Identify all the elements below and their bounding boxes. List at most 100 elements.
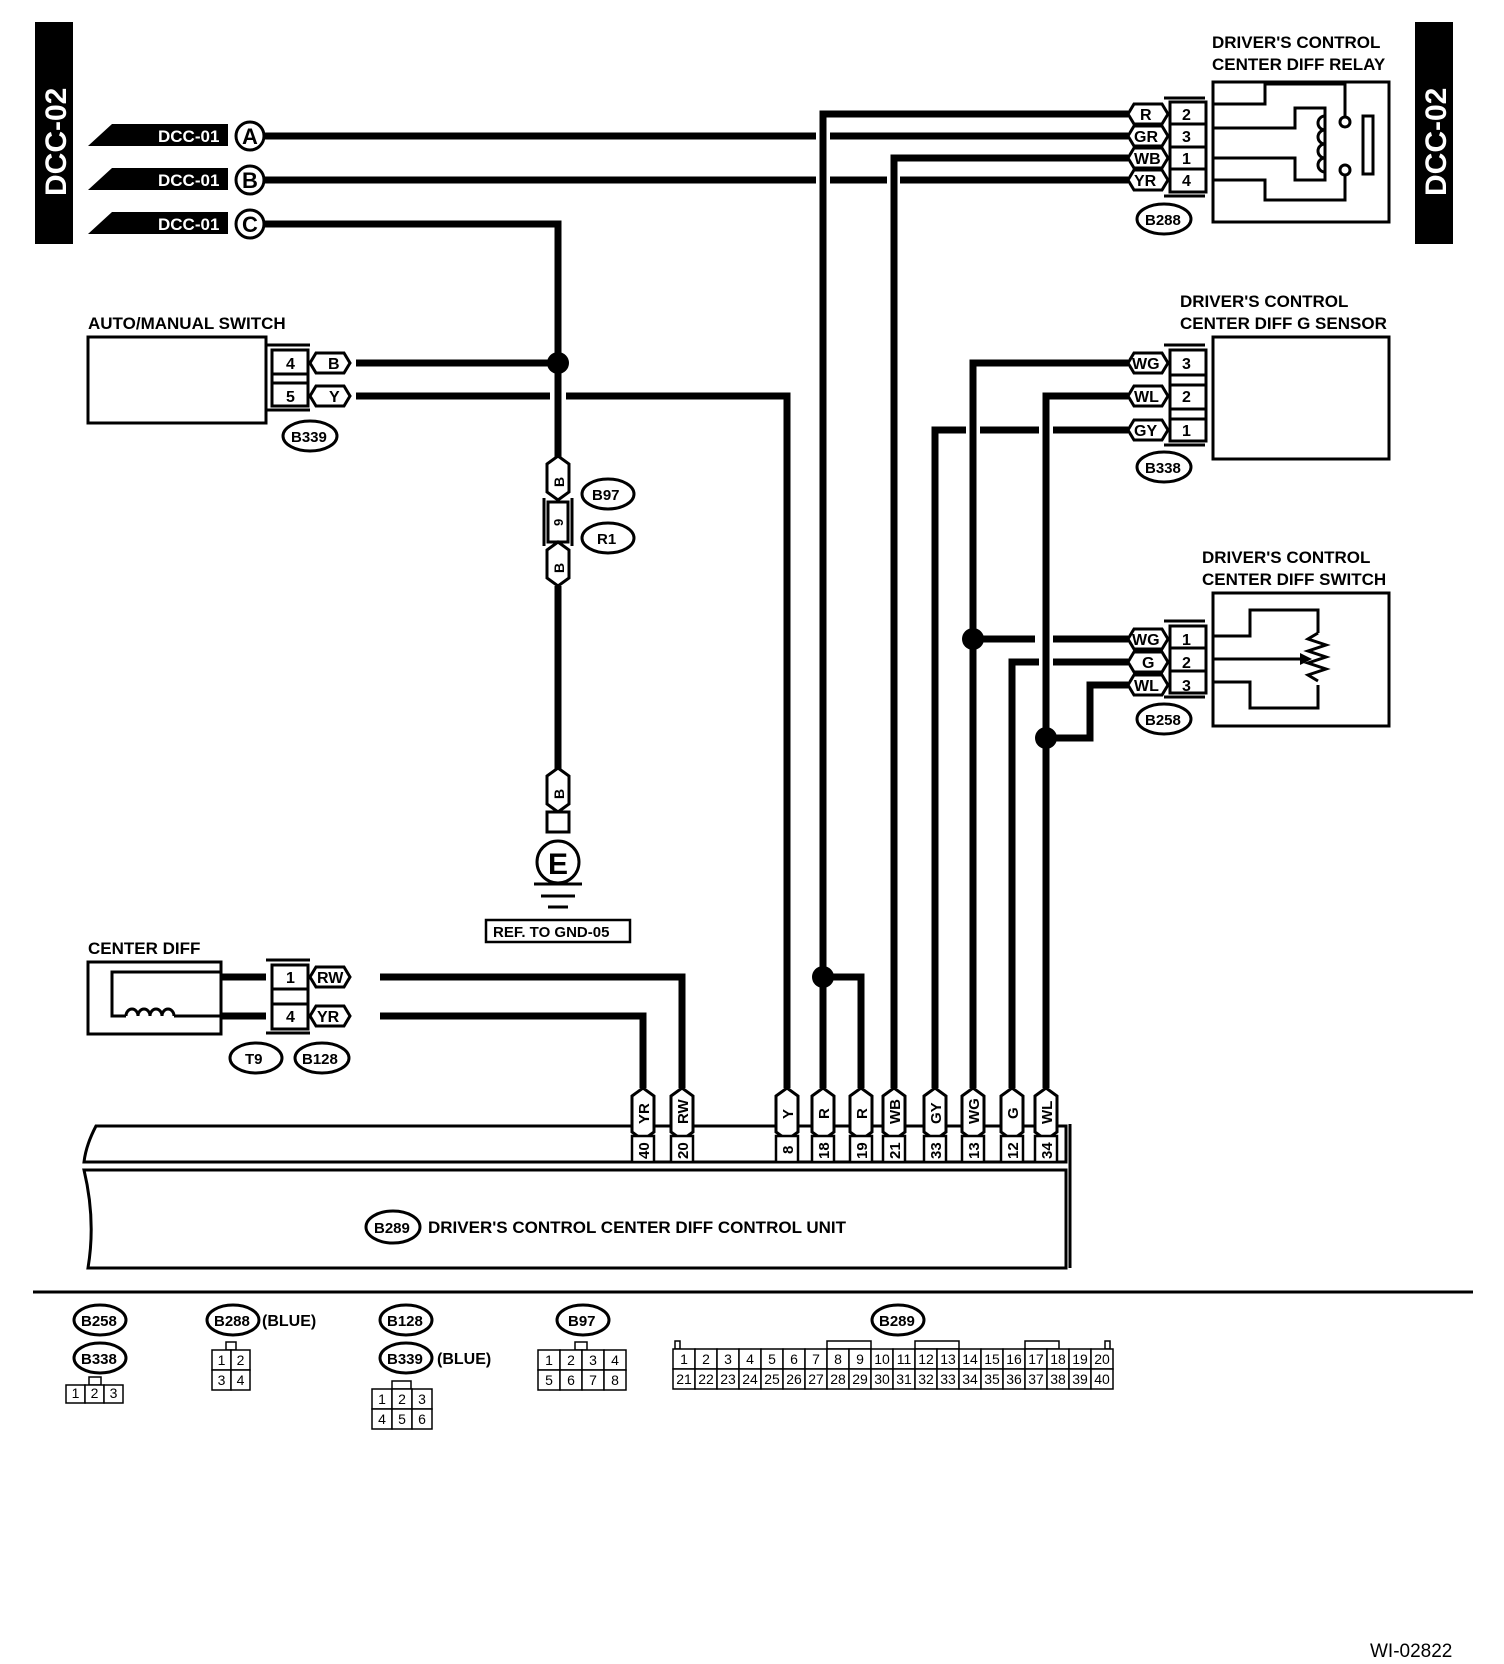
pin-cell <box>230 1369 251 1391</box>
center-diff-pin-row[interactable]: 1 RW <box>286 965 352 989</box>
pin-cell <box>103 1384 124 1404</box>
pin-cell-number: 7 <box>812 1351 820 1367</box>
relay-component[interactable]: DRIVER'S CONTROL CENTER DIFF RELAY <box>1164 33 1391 224</box>
connector-id: B258 <box>1145 712 1181 729</box>
legend-badge[interactable]: B339 <box>378 1341 434 1375</box>
ref-flag-b[interactable]: DCC-01 B <box>88 164 266 196</box>
connector-badge-b258[interactable]: B258 <box>1135 702 1193 736</box>
pin-cell-number: 3 <box>589 1352 597 1368</box>
pin-number: 21 <box>887 1142 904 1159</box>
connector-latch <box>391 1380 412 1390</box>
connector-latch <box>1024 1340 1060 1350</box>
diff-switch-pin-row[interactable]: WL 3 <box>1126 673 1191 697</box>
g-sensor-component[interactable]: DRIVER'S CONTROL CENTER DIFF G SENSOR <box>1164 292 1391 461</box>
terminal-12[interactable]: G12 <box>999 1086 1025 1164</box>
terminal-19[interactable]: R19 <box>848 1086 874 1164</box>
pin-cell-number: 22 <box>698 1371 714 1387</box>
legend-badge[interactable]: B289 <box>870 1303 926 1337</box>
pin-cell <box>411 1408 433 1430</box>
diff-switch-component[interactable]: DRIVER'S CONTROL CENTER DIFF SWITCH <box>1164 548 1391 728</box>
connector-badge-b338[interactable]: B338 <box>1135 450 1193 484</box>
center-diff-component[interactable]: CENTER DIFF <box>86 939 310 1036</box>
pin-cell-number: 18 <box>1050 1351 1066 1367</box>
pin-cell-number: 32 <box>918 1371 934 1387</box>
pin-cell-number: 33 <box>940 1371 956 1387</box>
pin-cell-number: 19 <box>1072 1351 1088 1367</box>
pin-number: 1 <box>1182 151 1191 168</box>
center-diff-pin-row[interactable]: 4 YR <box>286 1004 352 1028</box>
terminal-8[interactable]: Y8 <box>774 1086 800 1164</box>
pin-number: 4 <box>286 356 295 373</box>
wire-color-label: GR <box>1134 129 1158 146</box>
pin-number: 18 <box>816 1142 833 1159</box>
connector-id: B338 <box>81 1351 117 1368</box>
g-sensor-pin-row[interactable]: WG 3 <box>1126 351 1191 375</box>
relay-pin-row[interactable]: GR 3 <box>1126 124 1191 148</box>
control-unit[interactable]: B289 DRIVER'S CONTROL CENTER DIFF CONTRO… <box>82 1124 1072 1270</box>
ref-flag-label: DCC-01 <box>158 127 219 146</box>
relay-pin-row[interactable]: R 2 <box>1126 102 1191 126</box>
pin-cell-number: 36 <box>1006 1371 1022 1387</box>
connector-badge-b97[interactable]: B97 <box>580 477 636 511</box>
connector-latch <box>826 1340 872 1350</box>
auto-manual-switch-component[interactable]: AUTO/MANUAL SWITCH <box>86 314 310 425</box>
pin-cell-number: 10 <box>874 1351 890 1367</box>
ref-flag-c[interactable]: DCC-01 C <box>88 208 266 240</box>
diff-switch-pin-row[interactable]: G 2 <box>1126 650 1191 674</box>
pin-cell-number: 37 <box>1028 1371 1044 1387</box>
auto-manual-pin-row[interactable]: 4 B <box>286 351 352 375</box>
pin-cell-number: 3 <box>110 1385 118 1401</box>
ref-flag-a[interactable]: DCC-01 A <box>88 120 266 152</box>
connector-badge-b288[interactable]: B288 <box>1135 202 1193 236</box>
connector-badge-b289[interactable]: B289 <box>364 1209 422 1245</box>
pin-cell-number: 11 <box>897 1351 912 1367</box>
control-unit-title: DRIVER'S CONTROL CENTER DIFF CONTROL UNI… <box>428 1218 847 1237</box>
diff-switch-pin-row[interactable]: WG 1 <box>1126 627 1191 651</box>
legend-badge[interactable]: B338 <box>72 1341 128 1375</box>
pin-cell-number: 35 <box>984 1371 1000 1387</box>
connector-badge-b339[interactable]: B339 <box>281 419 339 453</box>
connector-latch <box>1104 1340 1111 1350</box>
wires <box>264 110 1128 1088</box>
wire-color-label: WB <box>887 1099 904 1124</box>
relay-pin-row[interactable]: YR 4 <box>1126 168 1191 192</box>
auto-manual-pin-row[interactable]: 5 Y <box>286 384 352 408</box>
pin-number: 2 <box>1182 389 1191 406</box>
relay-pin-row[interactable]: WB 1 <box>1126 146 1191 170</box>
g-sensor-pin-row[interactable]: GY 1 <box>1126 418 1191 442</box>
pin-cell-number: 6 <box>418 1411 426 1427</box>
connector-badge-t9[interactable]: T9 <box>228 1041 284 1075</box>
legend-badge[interactable]: B128 <box>378 1303 434 1337</box>
pin-cell-number: 4 <box>237 1372 245 1388</box>
terminal-21[interactable]: WB 21 <box>881 1086 907 1164</box>
legend-badge[interactable]: B97 <box>555 1303 611 1337</box>
wire-color-label: RW <box>317 970 344 987</box>
pin-cell-number: 16 <box>1006 1351 1022 1367</box>
pin-cell-number: 3 <box>724 1351 732 1367</box>
legend-badge[interactable]: B288 <box>205 1303 261 1337</box>
ground-path[interactable]: B 9 B B E <box>534 454 582 909</box>
pin-number: 9 <box>551 519 566 526</box>
wire-color-label: GY <box>1134 423 1157 440</box>
g-sensor-title-line2: CENTER DIFF G SENSOR <box>1180 314 1387 333</box>
pin-number: 1 <box>1182 423 1191 440</box>
wire-color-label: R <box>854 1108 871 1119</box>
wire-color-label: WG <box>1132 632 1160 649</box>
connector-badge-b128[interactable]: B128 <box>293 1041 351 1075</box>
connector-badge-r1[interactable]: R1 <box>580 521 636 555</box>
pin-number: 3 <box>1182 678 1191 695</box>
ground-reference-box[interactable]: REF. TO GND-05 <box>484 918 632 944</box>
pin-cell-number: 12 <box>918 1351 934 1367</box>
wire-color-label: YR <box>636 1103 653 1124</box>
pin-number: 5 <box>286 389 295 406</box>
legend-badge[interactable]: B258 <box>72 1303 128 1337</box>
pin-cell-number: 2 <box>398 1391 406 1407</box>
pin-cell-number: 2 <box>702 1351 710 1367</box>
terminal-18[interactable]: R18 <box>810 1086 836 1164</box>
g-sensor-pin-row[interactable]: WL 2 <box>1126 384 1191 408</box>
